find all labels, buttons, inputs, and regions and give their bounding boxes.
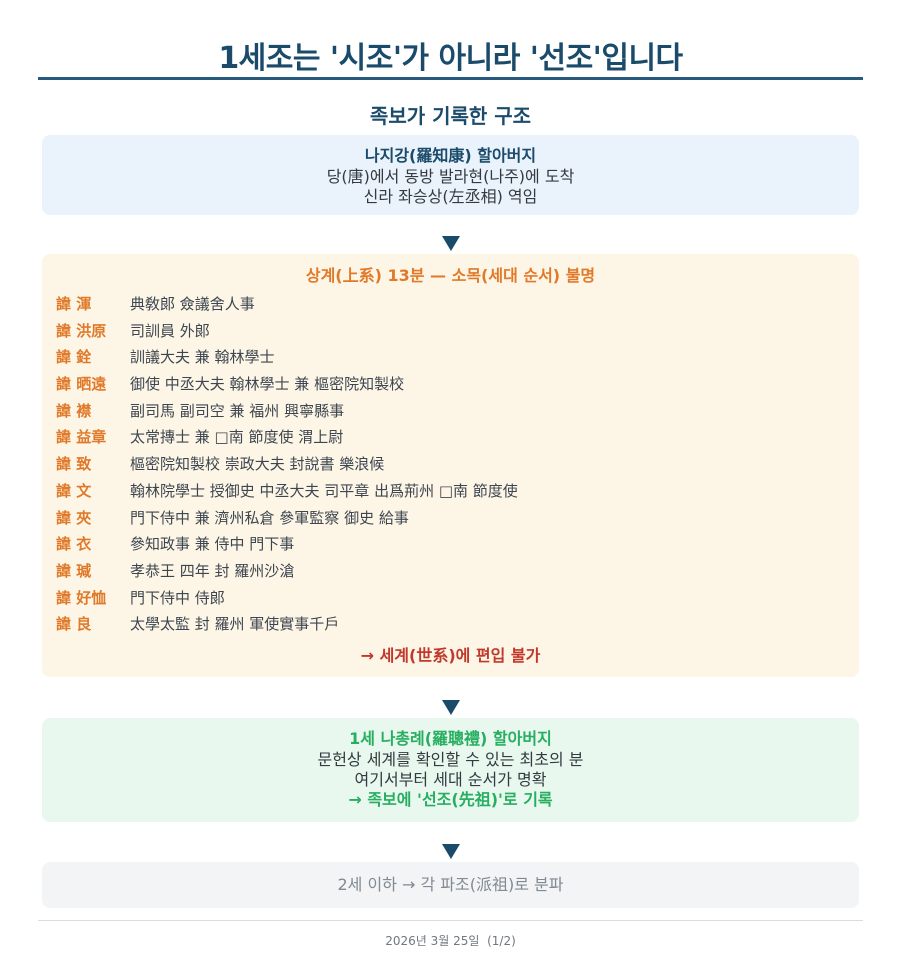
ancestor-row: 諱 銓 訓議大夫 兼 翰林學士	[56, 344, 845, 371]
first-generation-line: 문헌상 세계를 확인할 수 있는 최초의 분	[317, 750, 584, 769]
branch-box: 2세 이하 → 각 파조(派祖)로 분파	[42, 862, 859, 908]
ancestor-name: 諱 良	[56, 615, 92, 634]
ancestor-title: 樞密院知製校 崇政大夫 封說書 樂浪候	[130, 455, 385, 474]
upper-lineage-box: 상계(上系) 13분 — 소목(세대 순서) 불명 諱 渾 典敎郞 僉議舍人事 諱…	[42, 254, 859, 677]
ancestor-row: 諱 衣 參知政事 兼 侍中 門下事	[56, 531, 845, 558]
first-generation-conclusion: → 족보에 '선조(先祖)'로 기록	[348, 790, 553, 809]
first-generation-line: 여기서부터 세대 순서가 명확	[354, 770, 547, 789]
origin-ancestor-box: 나지강(羅知康) 할아버지 당(唐)에서 동방 발라현(나주)에 도착 신라 좌…	[42, 135, 859, 215]
down-arrow-icon	[442, 844, 460, 859]
ancestor-name: 諱 益章	[56, 428, 107, 447]
upper-lineage-heading: 상계(上系) 13분 — 소목(세대 순서) 불명	[305, 266, 596, 285]
ancestor-title: 太學太監 封 羅州 軍使實事千戶	[130, 615, 340, 634]
ancestor-name: 諱 致	[56, 455, 92, 474]
footer-date: 2026년 3월 25일	[385, 934, 480, 948]
origin-line: 신라 좌승상(左丞相) 역임	[363, 187, 538, 206]
ancestor-title: 參知政事 兼 侍中 門下事	[130, 535, 295, 554]
ancestor-name: 諱 洪原	[56, 321, 107, 340]
diagram-subtitle: 족보가 기록한 구조	[369, 104, 532, 128]
ancestor-title: 司訓員 外郞	[130, 321, 210, 340]
ancestor-row: 諱 襟 副司馬 副司空 兼 福州 興寧縣事	[56, 398, 845, 425]
first-generation-box: 1세 나총례(羅聰禮) 할아버지 문헌상 세계를 확인할 수 있는 최초의 분 …	[42, 718, 859, 822]
ancestor-name: 諱 衣	[56, 535, 92, 554]
ancestor-name: 諱 銓	[56, 348, 92, 367]
ancestor-title: 御使 中丞大夫 翰林學士 兼 樞密院知製校	[130, 375, 405, 394]
upper-lineage-conclusion: → 세계(世系)에 편입 불가	[360, 645, 541, 665]
page-indicator: (1/2)	[487, 934, 516, 948]
ancestor-name: 諱 文	[56, 481, 92, 500]
ancestor-name: 諱 夾	[56, 508, 92, 527]
ancestor-name: 諱 好恤	[56, 588, 107, 607]
footer: 2026년 3월 25일 (1/2)	[38, 932, 863, 950]
down-arrow-icon	[442, 236, 460, 251]
ancestor-title: 副司馬 副司空 兼 福州 興寧縣事	[130, 401, 345, 420]
ancestor-row: 諱 好恤 門下侍中 侍郞	[56, 585, 845, 612]
footer-divider	[38, 920, 863, 921]
ancestor-title: 典敎郞 僉議舍人事	[130, 295, 255, 313]
first-generation-heading: 1세 나총례(羅聰禮) 할아버지	[349, 729, 552, 748]
ancestor-name: 諱 瑊	[56, 561, 92, 580]
ancestor-title: 訓議大夫 兼 翰林學士	[130, 348, 275, 367]
ancestor-row: 諱 瑊 孝恭王 四年 封 羅州沙滄	[56, 558, 845, 585]
title-divider	[38, 77, 863, 80]
ancestor-title: 翰林院學士 授御史 中丞大夫 司平章 出爲荊州 □南 節度使	[130, 481, 518, 500]
page-title: 1세조는 '시조'가 아니라 '선조'입니다	[218, 41, 683, 76]
ancestor-name: 諱 渾	[56, 295, 92, 313]
ancestor-row: 諱 渾 典敎郞 僉議舍人事	[56, 291, 845, 318]
ancestor-row: 諱 良 太學太監 封 羅州 軍使實事千戶	[56, 611, 845, 638]
origin-line: 당(唐)에서 동방 발라현(나주)에 도착	[326, 167, 575, 186]
slide: 1세조는 '시조'가 아니라 '선조'입니다 족보가 기록한 구조 나지강(羅知…	[38, 0, 863, 948]
ancestor-title: 門下侍中 兼 濟州私倉 參軍監察 御史 給事	[130, 508, 409, 527]
down-arrow-icon	[442, 700, 460, 715]
ancestor-name: 諱 襟	[56, 401, 92, 420]
ancestor-row: 諱 洪原 司訓員 外郞	[56, 318, 845, 345]
ancestor-title: 門下侍中 侍郞	[130, 588, 225, 607]
ancestor-row: 諱 致 樞密院知製校 崇政大夫 封說書 樂浪候	[56, 451, 845, 478]
origin-heading: 나지강(羅知康) 할아버지	[364, 146, 537, 165]
ancestor-title: 孝恭王 四年 封 羅州沙滄	[130, 561, 295, 580]
ancestor-row: 諱 益章 太常摶士 兼 □南 節度使 渭上尉	[56, 424, 845, 451]
ancestor-title: 太常摶士 兼 □南 節度使 渭上尉	[130, 428, 344, 447]
ancestor-row: 諱 夾 門下侍中 兼 濟州私倉 參軍監察 御史 給事	[56, 505, 845, 532]
ancestor-row: 諱 晒遠 御使 中丞大夫 翰林學士 兼 樞密院知製校	[56, 371, 845, 398]
ancestor-row: 諱 文 翰林院學士 授御史 中丞大夫 司平章 出爲荊州 □南 節度使	[56, 478, 845, 505]
ancestor-name: 諱 晒遠	[56, 375, 107, 394]
